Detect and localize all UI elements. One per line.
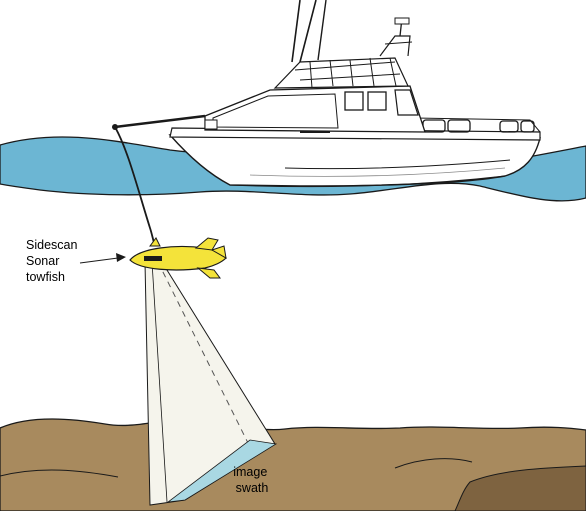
seafloor-ridge bbox=[0, 469, 119, 478]
towfish-pointer-arrowhead bbox=[116, 253, 126, 262]
beam-dashed-line bbox=[157, 261, 251, 448]
towfish-label-line3: towfish bbox=[26, 270, 65, 284]
image-swath bbox=[166, 439, 278, 503]
towfish-pointer-line bbox=[79, 257, 119, 264]
boat-icon bbox=[112, 0, 541, 188]
beam-center-line bbox=[151, 261, 168, 503]
towfish-icon bbox=[129, 237, 227, 279]
swath-label-line1: image bbox=[233, 465, 267, 479]
seafloor-ridge bbox=[394, 458, 473, 469]
tow-cable bbox=[114, 126, 156, 247]
swath-label: image swath bbox=[233, 465, 271, 495]
towfish-label: Sidescan Sonar towfish bbox=[26, 238, 81, 284]
towfish-label-line2: Sonar bbox=[26, 254, 59, 268]
swath-label-line2: swath bbox=[236, 481, 269, 495]
seafloor bbox=[0, 417, 586, 511]
towfish-label-line1: Sidescan bbox=[26, 238, 77, 252]
